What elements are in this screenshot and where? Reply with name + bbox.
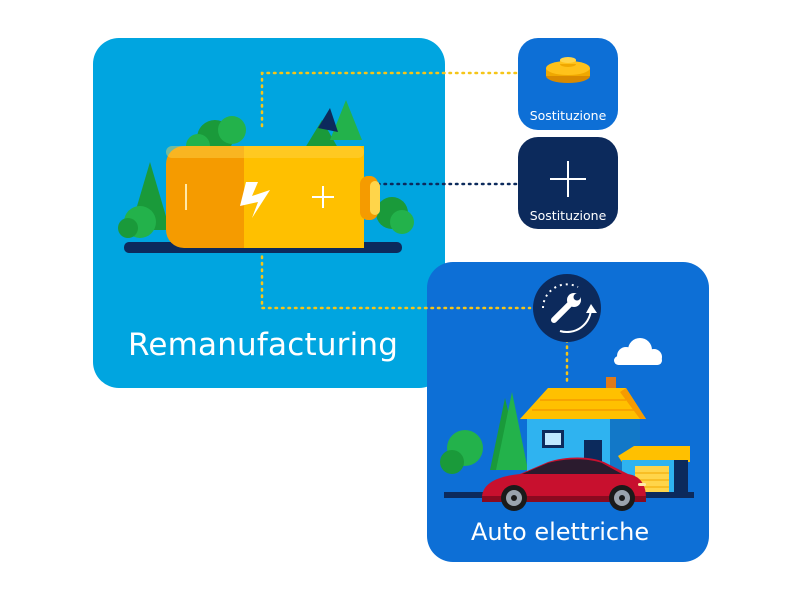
tile-label: Sostituzione	[529, 108, 607, 123]
replacement-tile-cell: Sostituzione	[518, 38, 618, 130]
connector-top	[260, 71, 520, 128]
wrench-cycle-icon	[533, 274, 601, 342]
remanufacturing-label: Remanufacturing	[128, 327, 399, 363]
replacement-tile-plus: Sostituzione	[518, 137, 618, 229]
connector-lines	[260, 71, 569, 387]
tile-label: Sostituzione	[529, 208, 607, 223]
battery-cell-icon	[546, 57, 590, 83]
electric-cars-label: Auto elettriche	[471, 518, 650, 546]
battery-scene	[118, 100, 414, 253]
plus-icon	[550, 161, 586, 197]
cloud-icon	[614, 338, 662, 365]
battery-icon	[166, 146, 380, 248]
connector-bottom	[260, 248, 532, 310]
electric-car-icon	[482, 457, 646, 511]
